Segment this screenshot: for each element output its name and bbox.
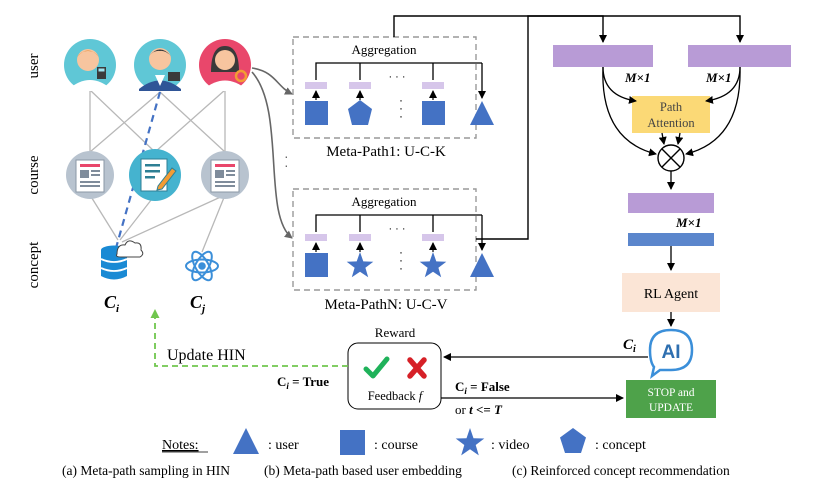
concept-j-label: Cj [190, 292, 206, 315]
stop-update-box [626, 380, 716, 418]
row-label-concept: concept [26, 241, 42, 288]
m1-label-right: M×1 [705, 70, 731, 85]
course-doc-icon-2 [201, 151, 249, 199]
ai-label: AI [662, 342, 681, 363]
legend-video-star [455, 428, 485, 456]
vertical-ellipsis: · [284, 148, 289, 164]
user-to-metapath-connectors [251, 67, 293, 239]
path-attention-box [632, 96, 710, 133]
update-hin-arrow [150, 309, 348, 367]
row-label-user: user [26, 54, 42, 79]
ci-output-label: Ci [623, 337, 636, 355]
legend-course-label: : course [374, 438, 418, 453]
captions: (a) Meta-path sampling in HIN (b) Meta-p… [62, 463, 730, 478]
notes-legend: Notes: : user : course : video : concept [162, 428, 646, 456]
ellipsis-1: · · · [388, 71, 405, 83]
aggregate-operator [657, 144, 685, 172]
state-bar [628, 233, 714, 246]
course-node-1 [305, 101, 328, 125]
aggregation-label-1: Aggregation [352, 42, 417, 57]
reward-title: Reward [375, 325, 416, 340]
user-node-2 [470, 253, 494, 277]
fused-embedding-bar [628, 193, 714, 213]
dashed-meta-path-edge [114, 91, 162, 249]
vertical-ellipsis-2: · [284, 157, 289, 173]
ellipsis-2: · · · [388, 223, 405, 235]
vdots-1: · [399, 93, 403, 107]
stop-line-1: STOP and [648, 387, 695, 399]
video-node-1 [346, 252, 374, 278]
course-doc-icon-1 [66, 151, 114, 199]
embedding-bar-left [553, 45, 653, 67]
video-node-2 [419, 252, 447, 278]
metapath-panel-2: Aggregation · · · · · · Meta-PathN: U-C-… [292, 188, 494, 313]
user-avatar-2 [134, 39, 186, 91]
vdots-2: · [399, 245, 403, 259]
aggregation-label-2: Aggregation [352, 194, 417, 209]
vdots-1b: · [399, 101, 403, 115]
m1-label-bottom: M×1 [675, 215, 701, 230]
database-cloud-icon [100, 240, 144, 280]
row-label-course: course [26, 155, 42, 194]
legend-user-label: : user [268, 438, 299, 453]
m1-label-left: M×1 [624, 70, 650, 85]
course-edit-icon [129, 149, 181, 201]
metapath-panel-1: Aggregation · · · · · · Meta-Path1: U-C-… [292, 36, 494, 160]
metapath-n-title: Meta-PathN: U-C-V [325, 297, 448, 313]
ci-false-label: Ci = False [455, 379, 510, 396]
user-avatar-1 [64, 39, 116, 91]
hin-edges [89, 89, 226, 253]
caption-c: (c) Reinforced concept recommendation [512, 463, 730, 478]
embedding-bar-right [688, 45, 791, 67]
vdots-1c: · [399, 109, 403, 123]
vdots-2c: · [399, 261, 403, 275]
legend-course-square [340, 430, 365, 455]
user-avatar-3 [199, 39, 251, 91]
concept-node-1 [348, 100, 372, 125]
ai-bubble-icon: AI [648, 328, 694, 380]
check-icon [363, 356, 390, 379]
metapath-1-title: Meta-Path1: U-C-K [326, 144, 446, 160]
path-attention-line-2: Attention [647, 116, 695, 130]
legend-video-label: : video [491, 438, 530, 453]
update-hin-label: Update HIN [167, 347, 246, 364]
course-node-3 [305, 253, 328, 277]
rl-section: M×1 M×1 Path Attention M×1 RL Agent A [150, 15, 791, 418]
concept-i-label: Ci [104, 292, 120, 315]
atom-icon [185, 250, 219, 282]
hin-section: user course concept [26, 39, 251, 315]
course-node-2 [422, 101, 445, 125]
notes-title: Notes: [162, 438, 199, 453]
rl-agent-label: RL Agent [644, 287, 698, 302]
caption-b: (b) Meta-path based user embedding [264, 463, 462, 478]
stop-line-2: UPDATE [649, 402, 693, 414]
legend-concept-label: : concept [595, 438, 646, 453]
legend-user-triangle [233, 428, 259, 454]
caption-a: (a) Meta-path sampling in HIN [62, 463, 230, 478]
path-attention-line-1: Path [660, 100, 683, 114]
cross-icon [407, 357, 427, 379]
feedback-label: Feedback f [368, 389, 424, 403]
legend-concept-pentagon [560, 428, 586, 453]
rl-agent-box [622, 273, 720, 312]
or-condition-label: or t <= T [455, 402, 503, 417]
vdots-2b: · [399, 253, 403, 267]
reward-box [347, 342, 442, 410]
user-node-1 [470, 101, 494, 125]
ci-true-label: Ci = True [277, 374, 329, 391]
